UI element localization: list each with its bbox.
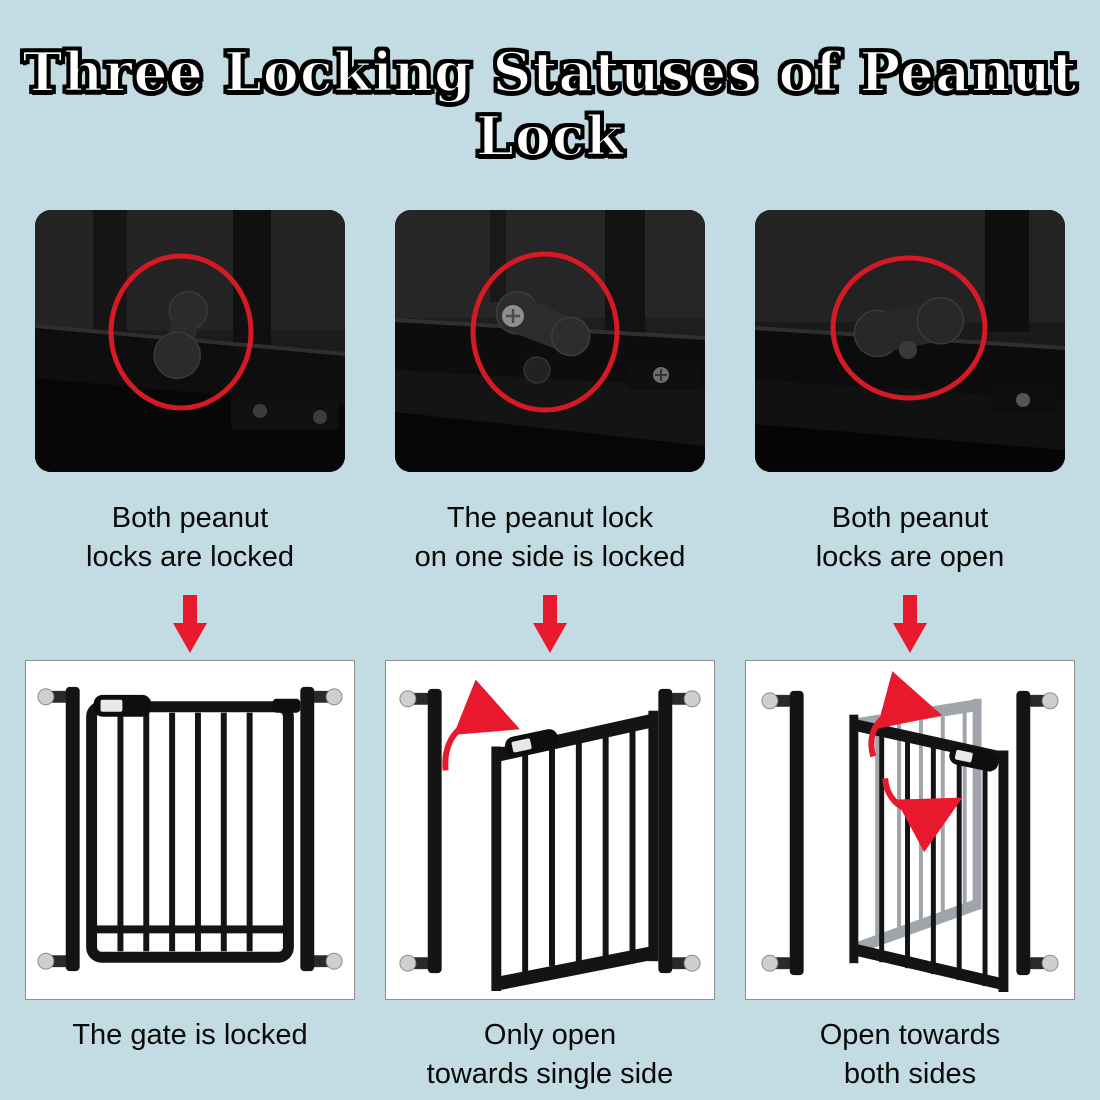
down-arrow-icon	[893, 595, 927, 653]
lock-closeup-photo-both-locked	[35, 210, 345, 472]
page-title: Three Locking Statuses of Peanut Lock	[21, 39, 1078, 169]
gate-door-front	[849, 714, 1009, 993]
gate-photo-locked	[25, 660, 355, 1000]
peanut-lock-shape	[153, 290, 209, 380]
peanut-lock-shape	[853, 297, 965, 358]
swing-direction-arrow-up-icon	[868, 671, 943, 758]
highlight-circle-icon	[108, 253, 254, 411]
gate-both-open-illustration	[761, 671, 1059, 993]
gate-photo-single-open	[385, 660, 715, 1000]
peanut-lock-shape	[495, 291, 591, 357]
gate-photo-both-open	[745, 660, 1075, 1000]
column-one-side-locked: The peanut lock on one side is locked	[380, 210, 720, 1094]
swing-direction-arrow-down-icon	[882, 777, 963, 853]
gate-status-caption: Open towards both sides	[819, 1019, 1001, 1091]
gate-single-open-illustration	[399, 679, 701, 992]
lock-status-caption: Both peanut locks are locked	[86, 501, 294, 573]
lock-closeup-illustration-2	[395, 210, 705, 472]
gate-status-caption: The gate is locked	[72, 1019, 308, 1051]
arrow-box	[528, 590, 572, 660]
gate-status-caption: Only open towards single side	[426, 1019, 674, 1091]
gate-handle	[505, 729, 559, 758]
lock-closeup-illustration-3	[755, 210, 1065, 472]
lock-closeup-photo-both-open	[755, 210, 1065, 472]
column-both-open: Both peanut locks are open	[740, 210, 1080, 1094]
arrow-box	[168, 590, 212, 660]
lock-closeup-photo-one-locked	[395, 210, 705, 472]
lock-status-caption: Both peanut locks are open	[815, 501, 1005, 573]
column-both-locked: Both peanut locks are locked	[20, 210, 360, 1094]
down-arrow-icon	[173, 595, 207, 653]
status-columns: Both peanut locks are locked	[0, 210, 1100, 1094]
highlight-circle-icon	[470, 251, 620, 413]
down-arrow-icon	[533, 595, 567, 653]
arrow-box	[888, 590, 932, 660]
gate-handle	[949, 745, 999, 772]
swing-direction-arrow-icon	[442, 679, 520, 771]
lock-status-caption: The peanut lock on one side is locked	[414, 501, 686, 573]
gate-locked-illustration	[37, 686, 343, 972]
highlight-circle-icon	[830, 255, 988, 401]
lock-closeup-illustration-1	[35, 210, 345, 472]
